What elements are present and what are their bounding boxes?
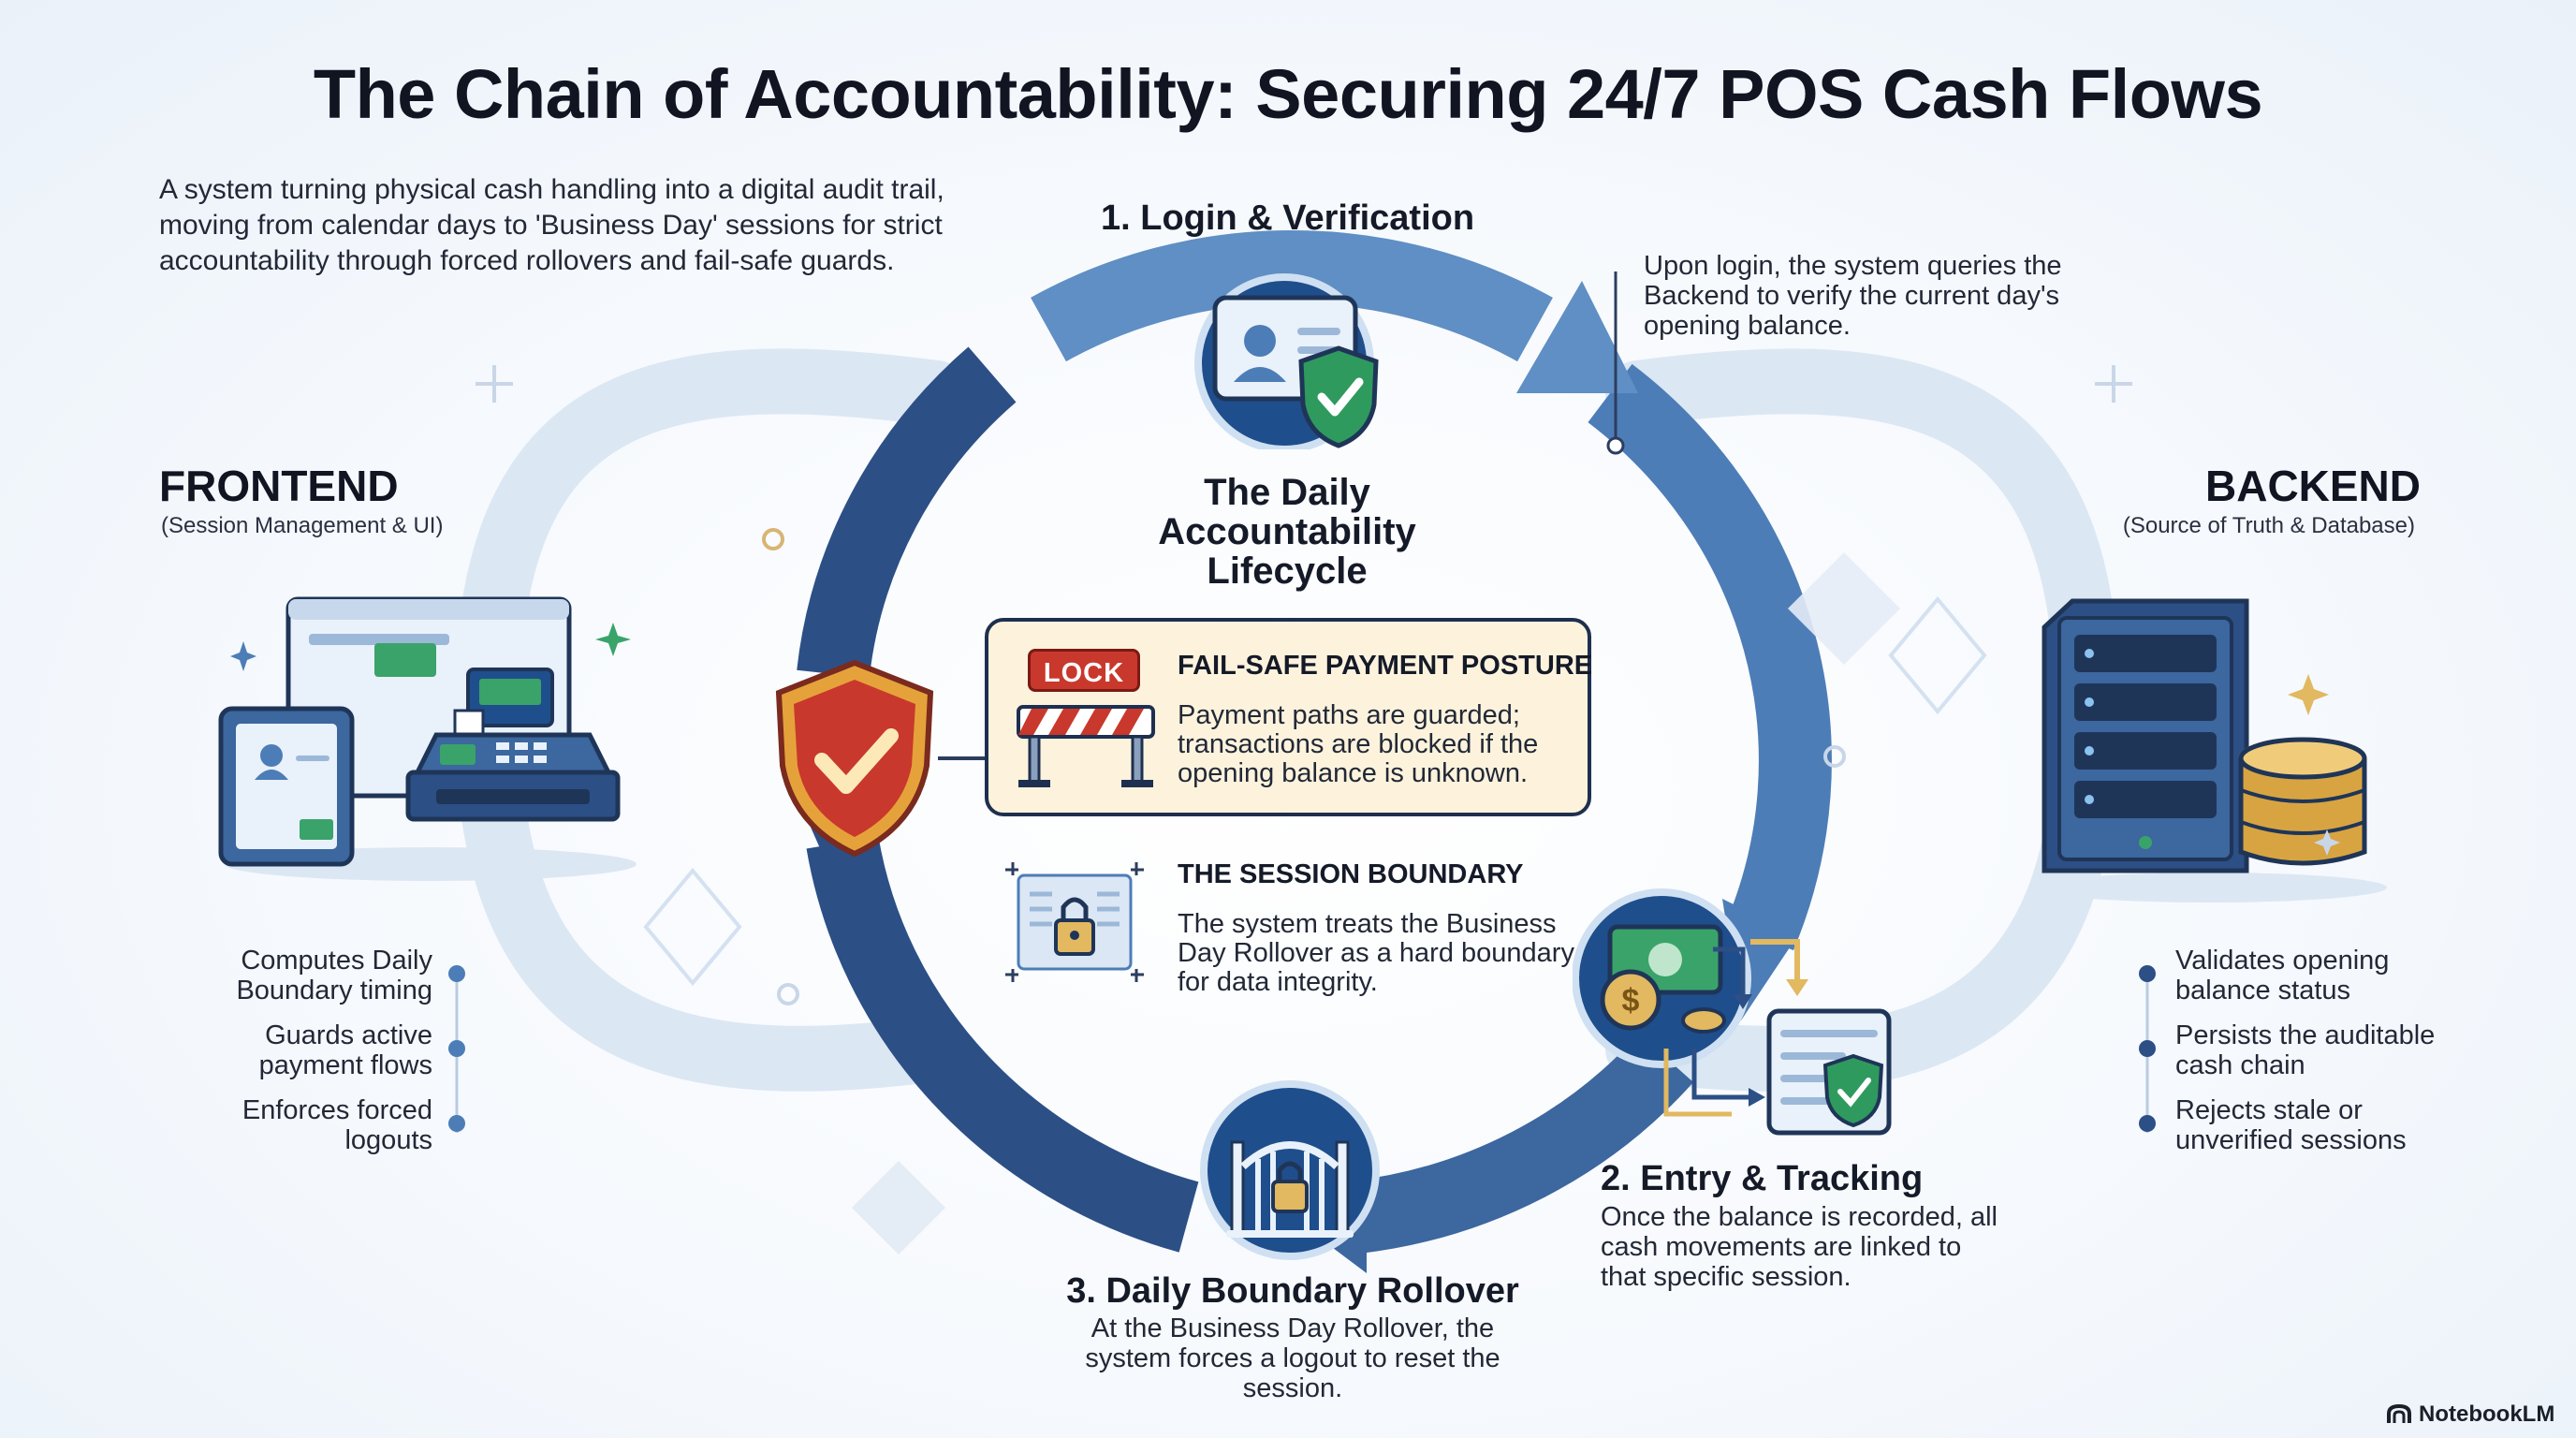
frontend-bullet-list: Computes Daily Boundary timing Guards ac… [187,946,432,1155]
frontend-title: FRONTEND [159,462,399,510]
backend-bullet: Rejects stale or unverified sessions [2175,1095,2407,1155]
bullet-dot [2139,1115,2156,1132]
backend-bullet-list: Validates opening balance status Persist… [2175,946,2475,1155]
center-title: The Daily Accountability Lifecycle [1158,472,1416,592]
frontend-bullet: Enforces forced logouts [242,1095,432,1155]
bullet-dot [2139,965,2156,982]
frontend-bullet: Computes Daily Boundary timing [236,946,432,1005]
cash-ledger-icon: $ [1572,880,1910,1142]
backend-subtitle: (Source of Truth & Database) [2122,513,2415,538]
page-title: The Chain of Accountability: Securing 24… [313,55,2263,133]
session-boundary-desc: The system treats the Business Day Rollo… [1178,909,1574,997]
backend-title: BACKEND [2205,462,2421,510]
id-card-shield-icon [1181,271,1406,453]
bullet-dot [2139,1040,2156,1057]
ring-top-arc [1031,230,1553,362]
shield-check-icon [766,655,944,861]
padlock-boundary-icon [1000,857,1149,988]
failsafe-desc: Payment paths are guarded; transactions … [1178,700,1539,788]
cash-register-icon [215,585,646,885]
step-3-title: 3. Daily Boundary Rollover [1066,1271,1519,1311]
intro-text: A system turning physical cash handling … [159,174,944,276]
arrow-head-top [1516,281,1638,393]
bullet-dot [448,965,465,982]
notebooklm-logo-icon [2385,1402,2413,1427]
ring-left-arc [797,346,1017,679]
frontend-bullet: Guards active payment flows [258,1020,432,1080]
bullet-dot [448,1040,465,1057]
gate-lock-icon [1196,1077,1383,1264]
server-database-icon [2022,590,2415,908]
step-1-title: 1. Login & Verification [1101,198,1475,238]
bullet-dot [448,1115,465,1132]
step-3-desc: At the Business Day Rollover, the system… [1085,1313,1500,1403]
ring-bottom-right-arc [1353,1033,1694,1254]
step-2-title: 2. Entry & Tracking [1601,1159,1924,1198]
lock-badge: LOCK [1028,649,1140,692]
step-1-desc: Upon login, the system queries the Backe… [1644,251,2062,341]
svg-text:$: $ [1622,983,1640,1019]
brand-label: NotebookLM [2419,1401,2555,1427]
lock-barrier-icon [1011,697,1161,791]
step-2-desc: Once the balance is recorded, all cash m… [1601,1202,1998,1292]
frontend-subtitle: (Session Management & UI) [161,513,444,538]
session-boundary-title: THE SESSION BOUNDARY [1178,859,1524,889]
failsafe-title: FAIL-SAFE PAYMENT POSTURE [1178,651,1593,681]
ring-bottom-left-arc [806,836,1199,1253]
backend-bullet: Validates opening balance status [2175,946,2390,1005]
ring-right-arc [1588,363,1832,951]
backend-bullet: Persists the auditable cash chain [2175,1020,2436,1080]
